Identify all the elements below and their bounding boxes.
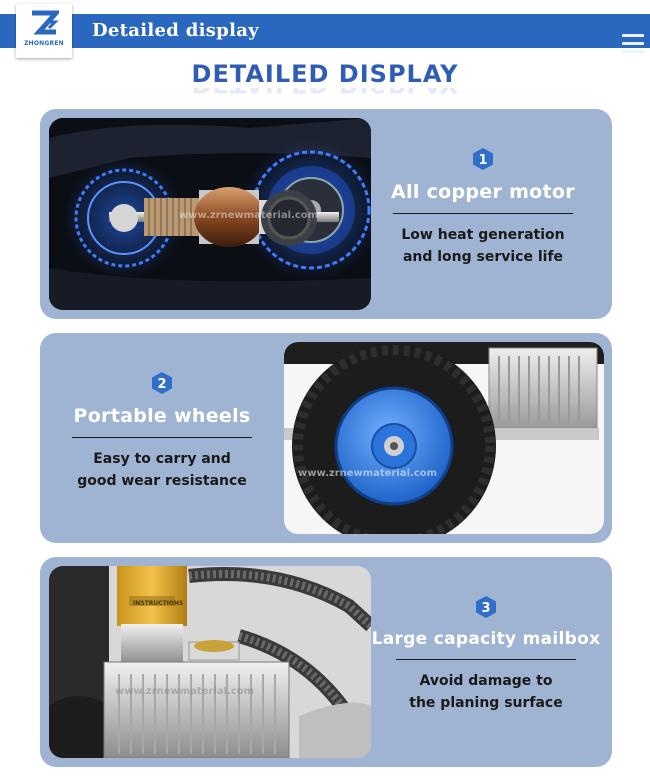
oil-tank-image [49,566,371,758]
title-divider [396,659,576,660]
feature-title: All copper motor [391,181,575,203]
page-title-reflection: DETAILED DISPLAY [0,88,650,98]
tank-instructions-label: INSTRUCTIONS [133,600,184,607]
feature-card-tank: INSTRUCTIONS www.zrnewmaterial.com 3 Lar… [40,557,612,767]
feature-description-line: good wear resistance [77,473,247,489]
page-title: DETAILED DISPLAY [191,60,459,88]
portable-wheel-image [284,342,604,534]
svg-text:2: 2 [157,377,166,392]
svg-text:1: 1 [478,153,487,168]
hamburger-menu-icon[interactable] [622,34,644,54]
motor-photo-watermark: www.zrnewmaterial.com [179,210,319,221]
logo[interactable]: ZHONGREN [16,4,72,58]
feature-card-wheels: 2 Portable wheels Easy to carry and good… [40,333,612,543]
feature-description-line: the planing surface [409,695,563,711]
logo-mark-icon [32,10,59,35]
feature-title: Portable wheels [73,405,251,427]
feature-description: Low heat generation and long service lif… [368,224,598,268]
motor-feature-text: 1 All copper motor Low heat generation a… [368,147,598,268]
title-divider [393,213,573,214]
feature-description-line: Low heat generation [401,227,565,243]
motor-photo: www.zrnewmaterial.com [49,118,371,310]
hexagon-badge-icon: 1 [473,148,493,170]
feature-description: Easy to carry and good wear resistance [47,448,277,492]
feature-title: Large capacity mailbox [371,629,601,649]
tank-feature-text: 3 Large capacity mailbox Avoid damage to… [371,595,601,714]
feature-card-motor: www.zrnewmaterial.com 1 All copper motor… [40,109,612,319]
copper-motor-image [49,118,371,310]
hexagon-badge-icon: 3 [476,596,496,618]
feature-description-line: Easy to carry and [93,451,231,467]
feature-description-line: Avoid damage to [419,673,553,689]
feature-description: Avoid damage to the planing surface [371,670,601,714]
tank-photo-watermark: www.zrnewmaterial.com [115,686,255,697]
wheels-photo: www.zrnewmaterial.com [284,342,604,534]
feature-description-line: and long service life [402,249,564,265]
wheels-feature-text: 2 Portable wheels Easy to carry and good… [47,371,277,492]
title-divider [72,437,252,438]
hexagon-badge-icon: 2 [152,372,172,394]
svg-text:3: 3 [481,601,490,616]
tank-photo: INSTRUCTIONS www.zrnewmaterial.com [49,566,371,758]
wheels-photo-watermark: www.zrnewmaterial.com [298,468,438,479]
header-title: Detailed display [92,20,259,41]
logo-text: ZHONGREN [24,40,64,47]
header-bar: Detailed display [0,14,650,53]
